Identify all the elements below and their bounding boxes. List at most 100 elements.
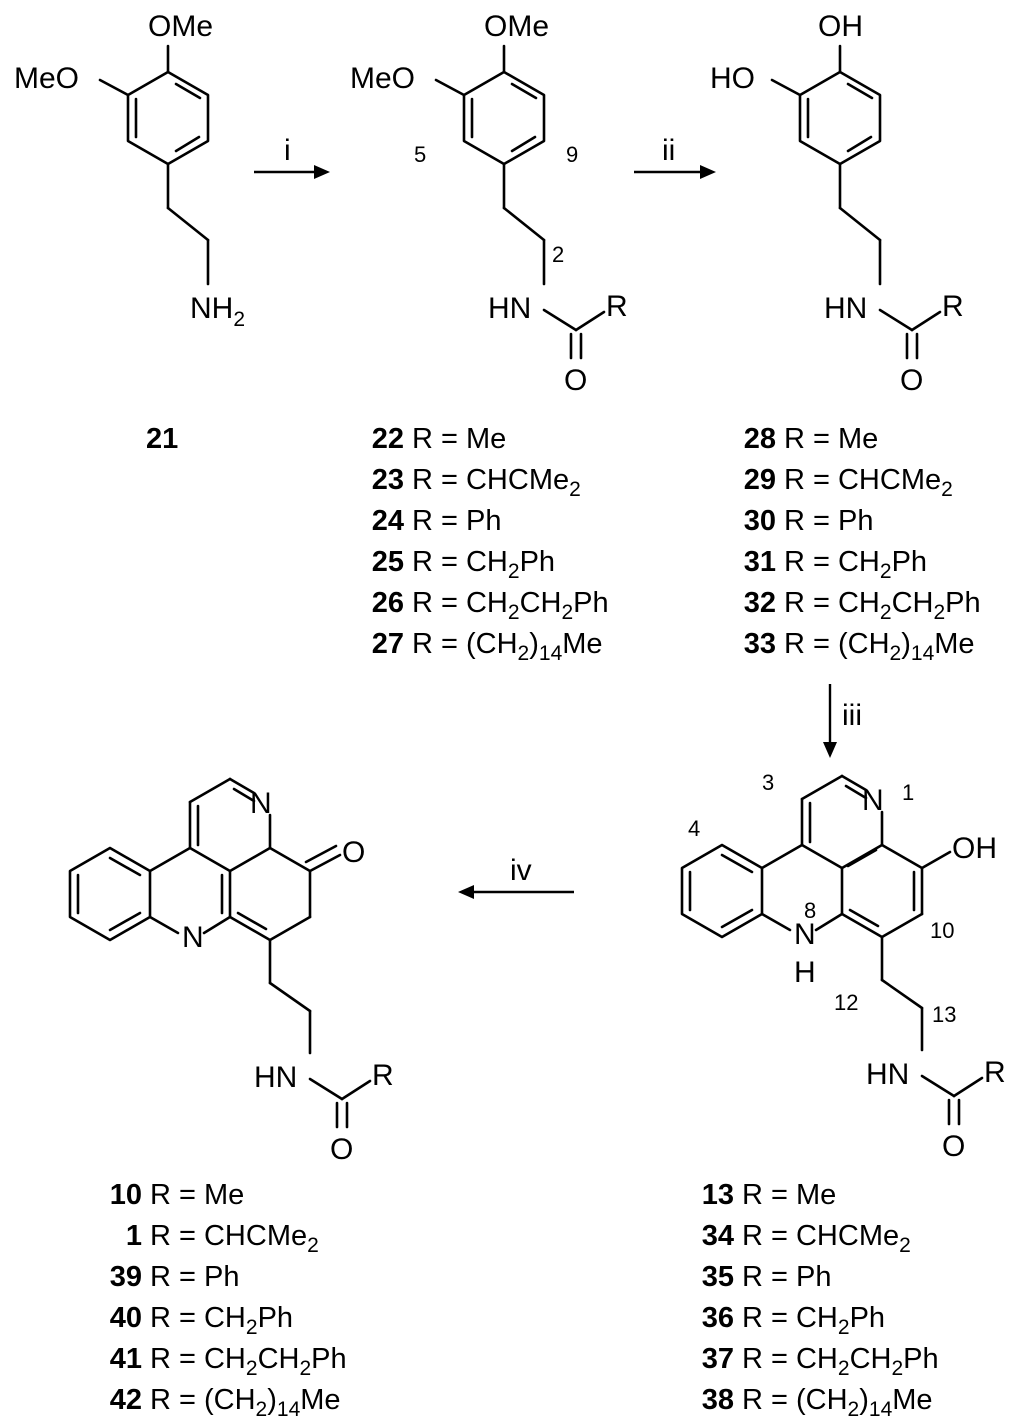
position-10: 10 — [930, 918, 954, 943]
atom-label-r: R — [372, 1059, 394, 1092]
compound-number: 35 — [702, 1261, 734, 1293]
atom-label-n: N — [250, 787, 272, 820]
position-12: 12 — [834, 990, 858, 1015]
substituent-definition: R = CH2Ph — [742, 1302, 885, 1339]
compound-number: 31 — [744, 546, 776, 578]
position-4: 4 — [688, 816, 700, 841]
compound-number: 23 — [372, 464, 404, 496]
step-label-iii: iii — [842, 699, 862, 732]
substituent-definition: R = Me — [150, 1179, 244, 1211]
substituent-definition: R = CHCMe2 — [742, 1220, 911, 1257]
atom-label-hn: HN — [866, 1058, 909, 1091]
atom-label-o: O — [342, 836, 365, 869]
atom-label-hn: HN — [254, 1061, 297, 1094]
compound-number-21: 21 — [146, 423, 178, 455]
atom-label-o: O — [900, 364, 923, 397]
substituent-definition: R = Ph — [150, 1261, 239, 1293]
position-13: 13 — [932, 1002, 956, 1027]
atom-label-n: N — [182, 921, 204, 954]
compound-number: 25 — [372, 546, 404, 578]
structure-21: OMe MeO NH2 — [14, 10, 245, 331]
compound-number: 33 — [744, 628, 776, 660]
position-2: 2 — [552, 242, 564, 267]
compound-number: 39 — [110, 1261, 142, 1293]
compound-number: 13 — [702, 1179, 734, 1211]
step-label-iv: iv — [510, 854, 532, 887]
structure-28: OH HO HN R O — [710, 10, 964, 397]
compound-number: 40 — [110, 1302, 142, 1334]
compound-number: 10 — [110, 1179, 142, 1211]
atom-label-nh: N — [794, 918, 816, 951]
compound-number: 30 — [744, 505, 776, 537]
compound-number: 41 — [110, 1343, 142, 1375]
atom-label-oh: OH — [818, 10, 863, 43]
atom-label-n: N — [862, 784, 884, 817]
atom-label-meo: MeO — [14, 62, 79, 95]
step-label-ii: ii — [662, 134, 675, 167]
substituent-definition: R = Me — [742, 1179, 836, 1211]
compound-number: 1 — [126, 1220, 142, 1252]
atom-label-o: O — [564, 364, 587, 397]
substituent-definition: R = CH2Ph — [150, 1302, 293, 1339]
structure-13: N OH N H HN R O 1 3 4 8 10 12 13 — [680, 770, 1006, 1163]
compound-number: 24 — [372, 505, 404, 537]
substituent-definition: R = (CH2)14Me — [412, 628, 603, 665]
compound-number: 34 — [702, 1220, 734, 1252]
step-label-i: i — [284, 134, 291, 167]
compound-number: 22 — [372, 423, 404, 455]
compound-number: 38 — [702, 1384, 734, 1416]
substituent-definition: R = (CH2)14Me — [742, 1384, 933, 1421]
substituent-definition: R = CH2Ph — [412, 546, 555, 583]
compound-number: 28 — [744, 423, 776, 455]
reaction-arrow-ii — [634, 165, 716, 179]
atom-label-nh2: NH2 — [190, 292, 245, 331]
position-3: 3 — [762, 770, 774, 795]
atom-label-r: R — [984, 1056, 1006, 1089]
compound-number: 27 — [372, 628, 404, 660]
substituent-definition: R = CHCMe2 — [150, 1220, 319, 1257]
reaction-arrow-iv — [458, 885, 574, 899]
substituent-definition: R = (CH2)14Me — [784, 628, 975, 665]
substituent-definition: R = Me — [412, 423, 506, 455]
reaction-arrow-iii — [823, 684, 837, 758]
atom-label-h: H — [794, 956, 816, 989]
substituent-definition: R = Me — [784, 423, 878, 455]
substituent-definition: R = Ph — [742, 1261, 831, 1293]
position-1: 1 — [902, 780, 914, 805]
atom-label-o: O — [942, 1130, 965, 1163]
substituent-definition: R = CH2CH2Ph — [412, 587, 609, 624]
substituent-definition: R = Ph — [412, 505, 501, 537]
compound-number: 26 — [372, 587, 404, 619]
substituent-definition: R = (CH2)14Me — [150, 1384, 341, 1421]
compound-number: 36 — [702, 1302, 734, 1334]
atom-label-oh: OH — [952, 832, 997, 865]
compound-number: 42 — [110, 1384, 142, 1416]
position-8: 8 — [804, 898, 816, 923]
compound-number: 29 — [744, 464, 776, 496]
substituent-definition: R = Ph — [784, 505, 873, 537]
atom-label-ome: OMe — [484, 10, 549, 43]
compound-number: 37 — [702, 1343, 734, 1375]
substituent-definition: R = CH2CH2Ph — [742, 1343, 939, 1380]
substituent-definition: R = CHCMe2 — [784, 464, 953, 501]
substituent-definition: R = CH2Ph — [784, 546, 927, 583]
atom-label-hn: HN — [488, 292, 531, 325]
atom-label-r: R — [606, 290, 628, 323]
atom-label-ho: HO — [710, 62, 755, 95]
atom-label-o: O — [330, 1133, 353, 1166]
structure-10: N O N HN R O — [68, 777, 394, 1166]
atom-label-r: R — [942, 290, 964, 323]
atom-label-meo: MeO — [350, 62, 415, 95]
reaction-arrow-i — [254, 165, 330, 179]
position-9: 9 — [566, 142, 578, 167]
atom-label-hn: HN — [824, 292, 867, 325]
structure-22: OMe MeO HN R O 5 9 2 — [350, 10, 628, 397]
substituent-definition: R = CHCMe2 — [412, 464, 581, 501]
position-5: 5 — [414, 142, 426, 167]
atom-label-ome: OMe — [148, 10, 213, 43]
